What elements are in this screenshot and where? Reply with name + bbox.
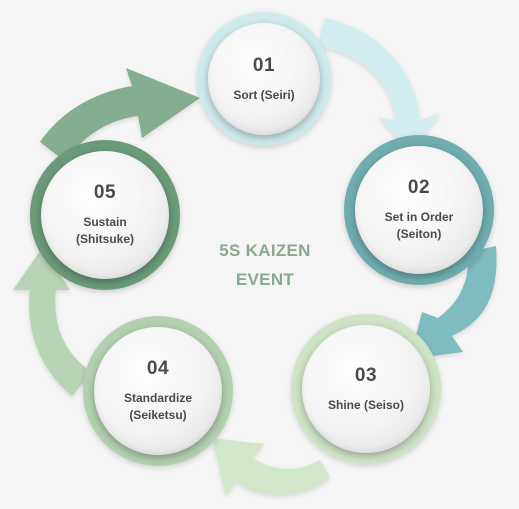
step-01-circle: 01 Sort (Seiri) bbox=[197, 12, 331, 146]
step-02-label: Set in Order (Seiton) bbox=[384, 210, 454, 241]
arrow-03-to-04 bbox=[212, 438, 330, 496]
step-01-label: Sort (Seiri) bbox=[233, 87, 295, 102]
arrow-01-to-02 bbox=[318, 18, 440, 152]
step-02-circle: 02 Set in Order (Seiton) bbox=[344, 135, 494, 285]
step-03-circle: 03 Shine (Seiso) bbox=[291, 314, 441, 464]
step-04-circle: 04 Standardize (Seiketsu) bbox=[83, 316, 233, 466]
step-01-face: 01 Sort (Seiri) bbox=[208, 23, 320, 135]
arrow-04-to-05 bbox=[13, 248, 92, 396]
center-title-line1: 5S KAIZEN bbox=[219, 241, 311, 260]
step-03-number: 03 bbox=[354, 364, 378, 386]
step-03-label: Shine (Seiso) bbox=[327, 397, 404, 412]
center-title: 5S KAIZEN EVENT bbox=[180, 236, 350, 294]
step-04-face: 04 Standardize (Seiketsu) bbox=[94, 327, 222, 455]
step-02-face: 02 Set in Order (Seiton) bbox=[355, 146, 483, 274]
step-03-face: 03 Shine (Seiso) bbox=[302, 325, 430, 453]
step-05-face: 05 Sustain (Shitsuke) bbox=[41, 151, 169, 279]
step-01-number: 01 bbox=[252, 54, 276, 76]
step-05-circle: 05 Sustain (Shitsuke) bbox=[30, 140, 180, 290]
step-04-number: 04 bbox=[146, 358, 170, 379]
center-title-line2: EVENT bbox=[235, 270, 295, 289]
step-02-number: 02 bbox=[407, 177, 431, 198]
step-05-label: Sustain (Shitsuke) bbox=[75, 215, 134, 246]
arrow-02-to-03 bbox=[410, 246, 497, 359]
arrow-05-to-01 bbox=[40, 68, 200, 162]
step-05-number: 05 bbox=[93, 182, 117, 203]
step-04-label: Standardize (Seiketsu) bbox=[123, 391, 192, 422]
